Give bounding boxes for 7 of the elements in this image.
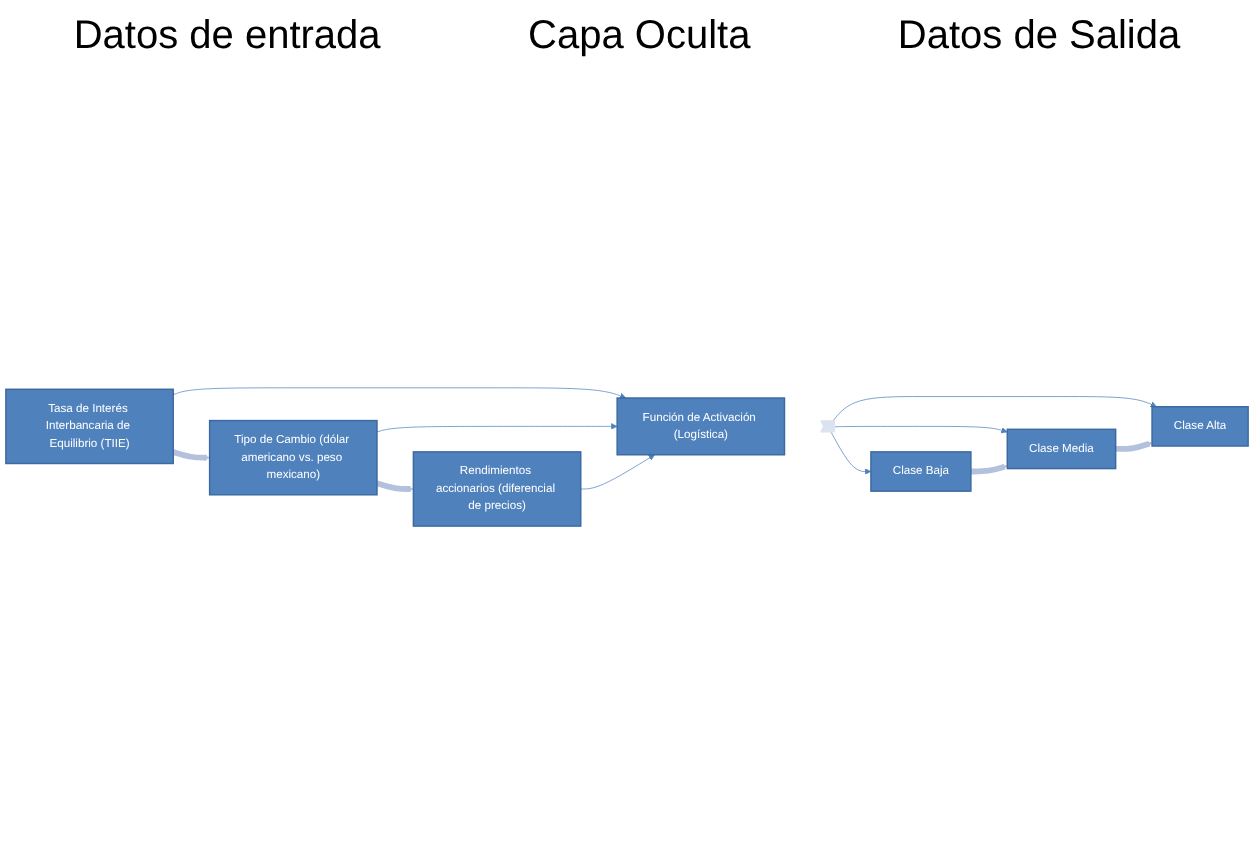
- column-heading: Datos de Salida: [897, 13, 1181, 59]
- arrow: [1115, 440, 1153, 452]
- arrow: [970, 463, 1008, 475]
- arrow: [376, 480, 414, 493]
- arrow: [172, 449, 210, 461]
- column-heading: Capa Oculta: [528, 13, 751, 59]
- column-heading: Datos de entrada: [73, 13, 381, 59]
